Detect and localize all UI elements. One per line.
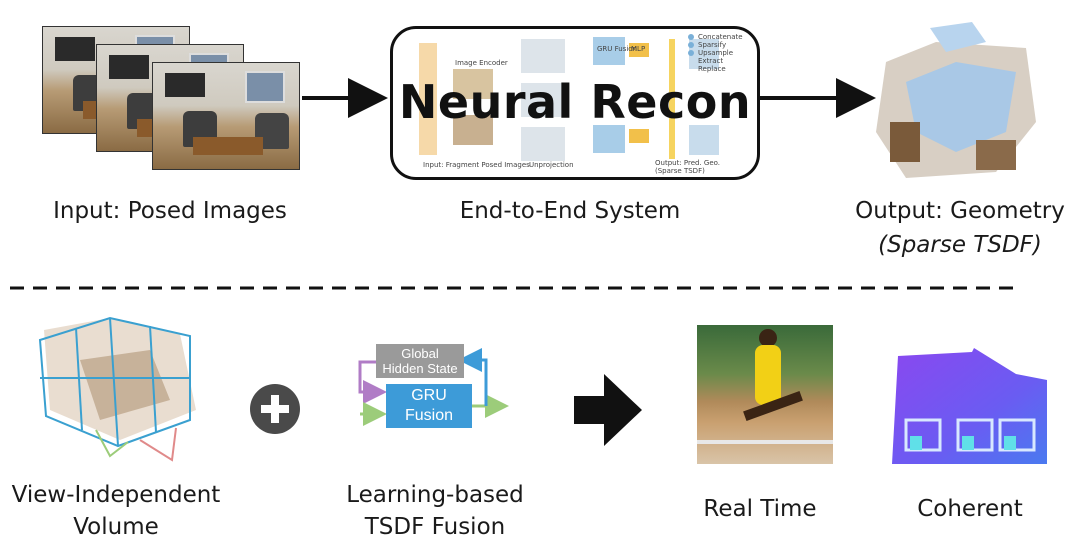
- mlp-mini-label: MLP: [631, 45, 646, 53]
- legend-upsample: Upsample: [698, 49, 734, 57]
- state-label-line-2: Hidden State: [382, 361, 458, 376]
- volume-caption-line-2: Volume: [73, 514, 159, 540]
- end-to-end-system-box: Image Encoder Input: Fragment Posed Imag…: [390, 26, 760, 180]
- output-caption: Output: Geometry: [855, 198, 1065, 224]
- coherent-caption: Coherent: [917, 496, 1023, 522]
- unprojection-label: Unprojection: [529, 161, 574, 169]
- legend-concatenate: Concatenate: [698, 33, 743, 41]
- output-geometry-render: [876, 22, 1036, 178]
- output-subcaption: (Sparse TSDF): [878, 232, 1042, 258]
- legend-extract: Extract: [698, 57, 724, 65]
- realtime-caption: Real Time: [703, 496, 817, 522]
- system-caption: End-to-End System: [459, 198, 681, 224]
- legend-sparsify: Sparsify: [698, 41, 727, 49]
- gru-fusion-mini-label: GRU Fusion: [597, 45, 638, 53]
- volume-grid: [38, 316, 196, 462]
- gru-fusion-box: GRU Fusion: [386, 384, 472, 428]
- gru-label-line-2: Fusion: [404, 407, 454, 424]
- pred-geo-label: Output: Pred. Geo. (Sparse TSDF): [655, 159, 721, 175]
- purple-arrow: [358, 360, 387, 404]
- plus-icon: [250, 384, 300, 434]
- posed-image-3: [152, 62, 300, 170]
- image-encoder-label: Image Encoder: [455, 59, 508, 67]
- volume-caption-line-1: View-Independent: [11, 482, 221, 508]
- input-caption: Input: Posed Images: [53, 198, 287, 224]
- state-label-line-1: Global: [401, 346, 439, 361]
- gru-label-line-1: GRU: [411, 387, 447, 404]
- global-hidden-state-box: Global Hidden State: [376, 344, 464, 378]
- system-inner-diagram: [419, 34, 719, 161]
- coherent-normal-map: [892, 348, 1047, 464]
- big-arrow: [574, 374, 642, 446]
- fusion-caption-line-1: Learning-based: [346, 482, 524, 508]
- legend-replace: Replace: [698, 65, 726, 73]
- system-title: Neural Recon: [398, 75, 752, 129]
- fusion-caption-line-2: TSDF Fusion: [364, 514, 506, 540]
- realtime-runner-photo: [697, 325, 833, 464]
- blue-arrow: [458, 348, 488, 406]
- fragment-input-label: Input: Fragment Posed Images: [423, 161, 530, 169]
